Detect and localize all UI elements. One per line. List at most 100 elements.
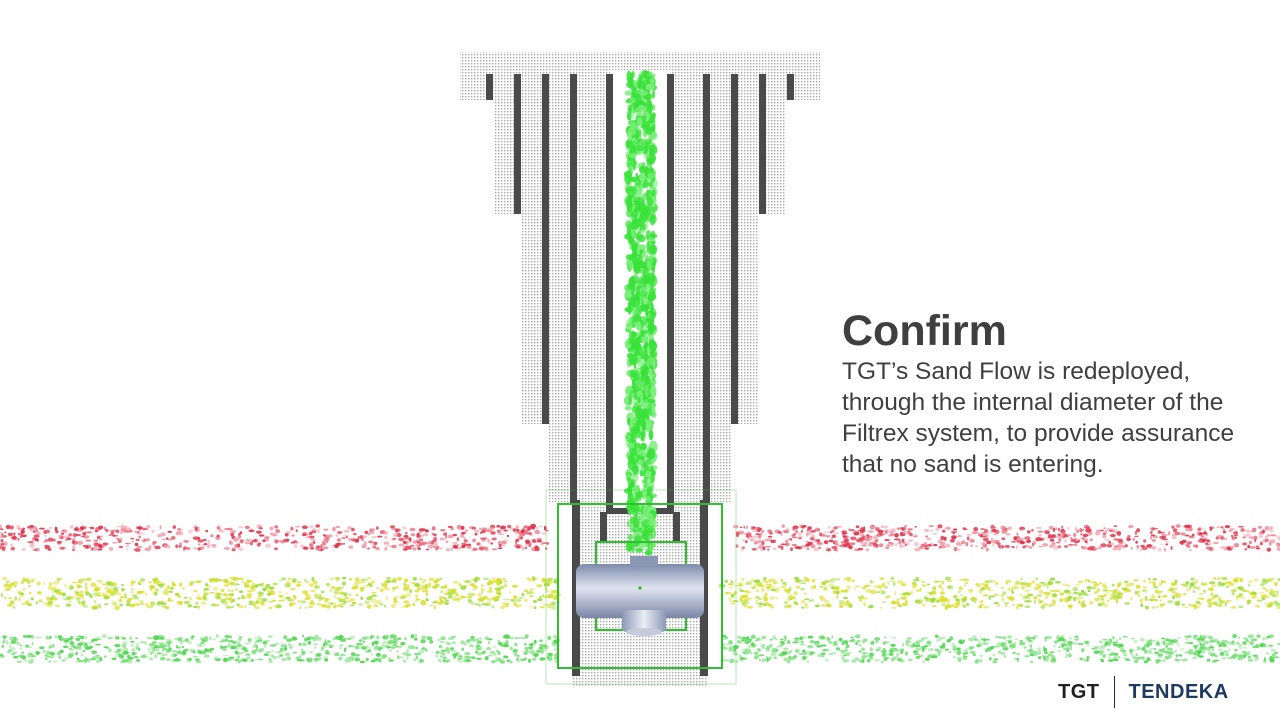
band-particle: [929, 597, 936, 601]
band-particle: [897, 658, 902, 662]
band-particle: [437, 638, 440, 642]
band-particle: [1161, 659, 1166, 662]
band-particle: [178, 582, 183, 587]
band-particle: [1212, 652, 1217, 655]
band-particle: [108, 534, 114, 536]
band-particle: [27, 653, 34, 658]
band-particle: [220, 588, 225, 593]
band-particle: [192, 655, 199, 658]
band-particle: [524, 598, 528, 602]
band-particle: [996, 529, 1000, 534]
band-particle: [547, 577, 554, 581]
band-particle: [913, 585, 917, 589]
band-particle: [36, 591, 42, 595]
band-particle: [890, 643, 896, 647]
band-particle: [904, 651, 909, 656]
band-particle: [483, 577, 489, 580]
band-particle: [177, 531, 184, 536]
band-particle: [414, 633, 418, 639]
band-particle: [1130, 546, 1133, 550]
band-particle: [749, 638, 752, 642]
band-particle: [1074, 635, 1079, 638]
band-particle: [847, 602, 853, 606]
band-particle: [940, 591, 945, 594]
band-particle: [995, 582, 999, 585]
band-particle: [271, 654, 274, 657]
band-particle: [207, 539, 210, 543]
band-particle: [769, 578, 776, 582]
band-particle: [1202, 635, 1207, 639]
band-particle: [450, 546, 454, 552]
band-particle: [952, 532, 955, 535]
band-particle: [1067, 526, 1070, 530]
band-particle: [198, 597, 203, 600]
band-particle: [881, 601, 887, 603]
plume-particle: [635, 383, 642, 391]
band-particle: [1046, 586, 1049, 589]
band-particle: [553, 648, 558, 651]
band-particle: [1218, 597, 1222, 602]
band-particle: [1269, 655, 1272, 660]
band-particle: [918, 602, 922, 605]
band-particle: [394, 580, 397, 583]
band-particle: [539, 606, 546, 609]
band-particle: [921, 603, 927, 607]
band-particle: [515, 540, 518, 545]
band-particle: [1046, 536, 1053, 539]
band-particle: [281, 577, 286, 581]
band-particle: [472, 538, 476, 543]
band-particle: [931, 590, 937, 595]
band-particle: [858, 650, 862, 653]
band-particle: [152, 540, 157, 544]
band-particle: [1005, 533, 1011, 536]
band-particle: [1001, 528, 1005, 533]
band-particle: [539, 525, 543, 528]
band-particle: [1240, 578, 1244, 582]
plume-particle: [629, 479, 634, 488]
band-particle: [30, 597, 34, 601]
band-particle: [27, 579, 30, 585]
band-particle: [267, 590, 270, 593]
band-particle: [1100, 659, 1105, 663]
band-particle: [409, 589, 413, 593]
band-particle: [953, 528, 958, 531]
band-particle: [200, 642, 204, 645]
band-particle: [1250, 638, 1258, 642]
band-particle: [938, 545, 942, 549]
band-particle: [1230, 606, 1237, 609]
band-particle: [772, 585, 775, 590]
band-particle: [370, 598, 377, 603]
band-particle: [148, 581, 153, 584]
band-particle: [936, 580, 942, 583]
band-particle: [259, 600, 263, 604]
band-particle: [479, 528, 483, 531]
band-particle: [338, 586, 344, 589]
band-particle: [1171, 536, 1177, 540]
band-particle: [234, 588, 238, 591]
band-particle: [173, 650, 178, 653]
band-particle: [1119, 593, 1123, 596]
band-particle: [59, 649, 64, 654]
band-particle: [848, 545, 853, 550]
band-particle: [357, 643, 364, 646]
band-particle: [134, 542, 139, 547]
band-particle: [284, 596, 291, 600]
band-particle: [129, 643, 135, 647]
band-particle: [805, 540, 808, 543]
band-particle: [496, 524, 501, 528]
band-particle: [247, 637, 252, 643]
band-particle: [456, 524, 462, 530]
band-particle: [302, 546, 309, 550]
band-particle: [1266, 652, 1270, 655]
band-particle: [1112, 636, 1115, 640]
band-particle: [1021, 528, 1025, 532]
band-particle: [119, 596, 125, 599]
band-particle: [215, 634, 220, 638]
band-particle: [1002, 636, 1005, 639]
band-particle: [1044, 639, 1048, 642]
band-particle: [455, 594, 460, 597]
band-particle: [310, 538, 316, 541]
band-particle: [861, 544, 867, 547]
band-particle: [152, 649, 157, 651]
band-particle: [326, 640, 331, 643]
